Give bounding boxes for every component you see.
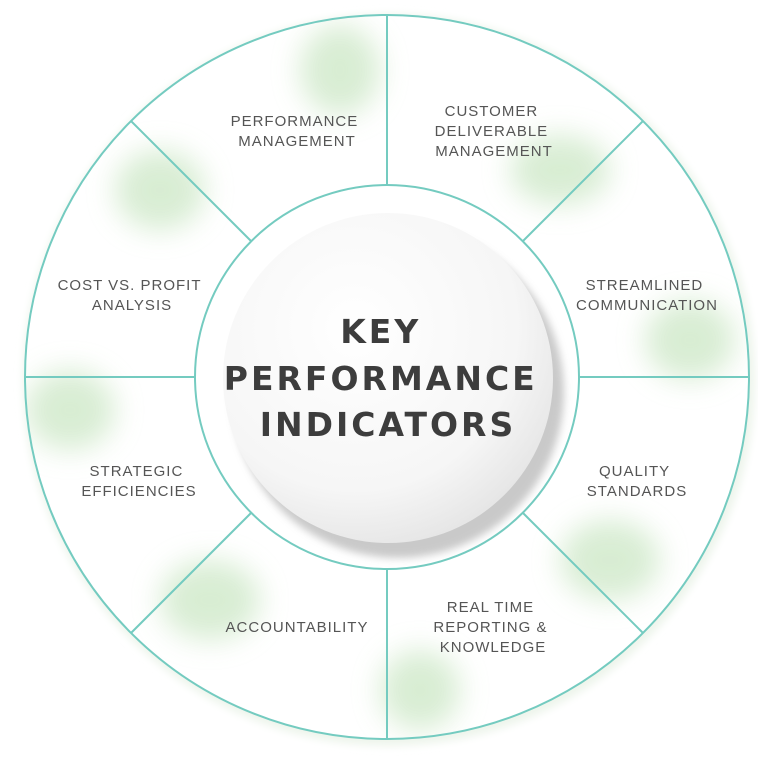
segment-performance-management: PERFORMANCE MANAGEMENT — [231, 113, 364, 150]
segment-real-time-reporting: REAL TIME REPORTING & KNOWLEDGE — [433, 599, 552, 656]
segment-cost-vs-profit-analysis: COST VS. PROFIT ANALYSIS — [58, 277, 207, 314]
divider — [130, 120, 252, 242]
segment-customer-deliverable-management: CUSTOMER DELIVERABLE MANAGEMENT — [435, 103, 554, 160]
center-ball: KEY PERFORMANCE INDICATORS — [223, 213, 564, 558]
center-title: KEY PERFORMANCE INDICATORS — [224, 312, 552, 444]
segment-quality-standards: QUALITY STANDARDS — [587, 463, 687, 500]
segment-streamlined-communication: STREAMLINED COMMUNICATION — [576, 277, 718, 314]
divider — [522, 120, 644, 242]
segment-strategic-efficiencies: STRATEGIC EFFICIENCIES — [81, 463, 196, 500]
divider — [130, 512, 252, 634]
green-patches — [25, 25, 735, 730]
divider — [522, 512, 644, 634]
segment-accountability: ACCOUNTABILITY — [226, 619, 369, 636]
